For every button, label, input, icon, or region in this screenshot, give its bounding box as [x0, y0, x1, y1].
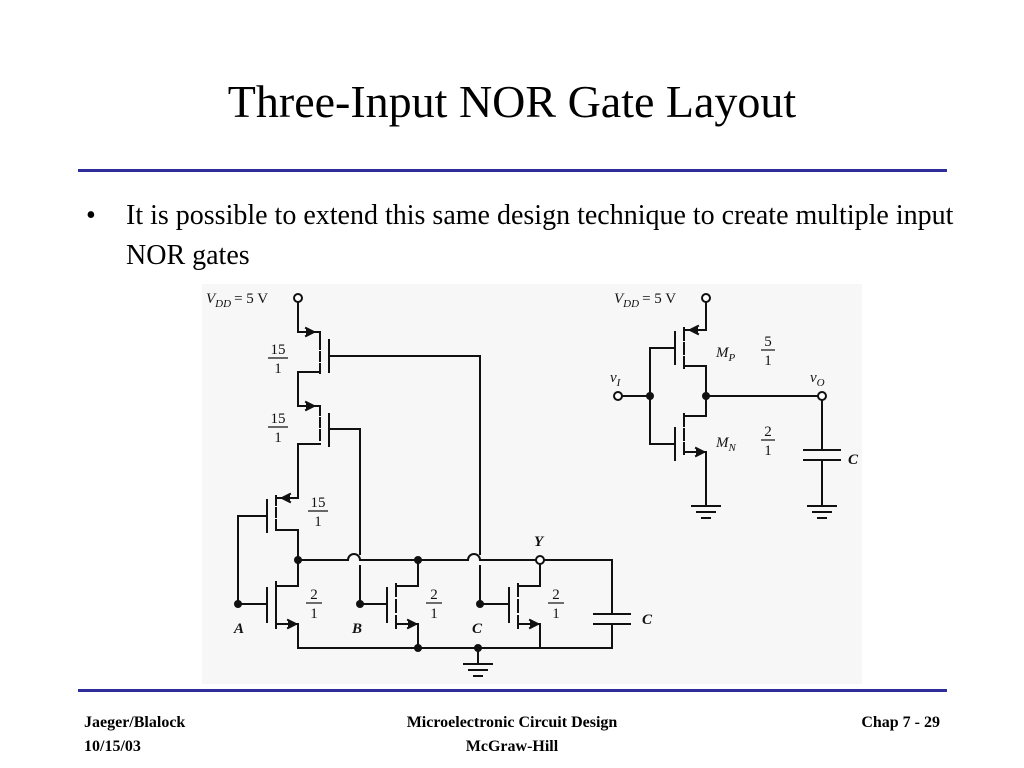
nor-junction-dot	[414, 556, 422, 564]
inv-pmos	[649, 324, 707, 369]
inv-ground-icon	[691, 505, 721, 519]
inv-junction-dot	[702, 392, 710, 400]
input-c-label: C	[472, 621, 483, 637]
nor-junction-dot	[474, 644, 482, 652]
inv-junction-dot	[646, 392, 654, 400]
inv-cap-label: C	[848, 452, 859, 468]
input-b-label: B	[351, 621, 362, 637]
pmos-b-ratio-num: 15	[271, 411, 286, 427]
inv-mn-ratio-den: 1	[764, 443, 772, 459]
nor-junction-dot	[356, 600, 364, 608]
nor-nmos-b	[359, 559, 419, 649]
figure-background	[202, 284, 862, 684]
nor-junction-dot	[294, 556, 302, 564]
inv-input-label: vI	[610, 370, 622, 389]
nor-vdd-label: VDD= 5 V	[206, 291, 268, 310]
inv-vdd-label: VDD= 5 V	[614, 291, 676, 310]
footer-book: Microelectronic Circuit Design	[406, 714, 618, 731]
inv-cap-ground-icon	[807, 505, 837, 519]
nor-junction-dot	[414, 644, 422, 652]
title-divider	[78, 169, 947, 172]
footer-right: Chap 7 - 29	[861, 711, 940, 735]
inv-mp-label: MP	[715, 345, 736, 364]
nor-junction-dot	[476, 600, 484, 608]
nor-output-terminal	[535, 555, 545, 565]
nor-vdd-terminal	[293, 293, 303, 303]
pmos-a-ratio-den: 1	[314, 514, 322, 530]
pmos-c-ratio-den: 1	[274, 361, 282, 377]
footer-authors: Jaeger/Blalock	[84, 714, 186, 731]
footer-chapter: Chap 7 - 29	[861, 714, 940, 731]
nor-nmos-c	[479, 559, 541, 649]
inv-input-terminal	[613, 391, 623, 401]
nor-output-capacitor	[593, 601, 631, 649]
input-a-label: A	[233, 621, 244, 637]
pmos-a-ratio-num: 15	[311, 495, 326, 511]
inv-output-label: vO	[810, 370, 825, 389]
nor-pmos-a	[237, 492, 299, 561]
pmos-c-ratio-num: 15	[271, 342, 286, 358]
inv-output-capacitor	[803, 449, 841, 507]
nor-cap-label: C	[642, 612, 653, 628]
bullet-text: It is possible to extend this same desig…	[126, 200, 954, 271]
footer-center: Microelectronic Circuit Design McGraw-Hi…	[362, 711, 662, 759]
inv-mp-ratio-den: 1	[764, 353, 772, 369]
nmos-b-ratio-num: 2	[430, 587, 438, 603]
footer-publisher: McGraw-Hill	[465, 738, 559, 755]
slide-title: Three-Input NOR Gate Layout	[227, 76, 797, 127]
inv-mn-label: MN	[715, 435, 737, 454]
inv-nmos	[649, 413, 707, 461]
nmos-c-ratio-den: 1	[552, 606, 560, 622]
footer-left: Jaeger/Blalock 10/15/03	[84, 711, 185, 759]
nor-pmos-c	[297, 326, 481, 407]
inv-mn-ratio-num: 2	[764, 424, 772, 440]
nmos-a-ratio-num: 2	[310, 587, 318, 603]
bullet-marker: •	[86, 200, 96, 231]
output-y-label: Y	[534, 534, 545, 550]
footer-divider	[78, 689, 947, 692]
nor-nmos-a	[237, 559, 299, 649]
nmos-a-ratio-den: 1	[310, 606, 318, 622]
inv-vdd-terminal	[701, 293, 711, 303]
nmos-c-ratio-num: 2	[552, 587, 560, 603]
circuit-figure: VDD= 5 V 15 1 15 1 15 1 2 1 2 1 2 1 A B …	[202, 284, 862, 684]
nor-pmos-b	[297, 400, 361, 499]
footer-date: 10/15/03	[84, 738, 141, 755]
inv-output-terminal	[817, 391, 827, 401]
nmos-b-ratio-den: 1	[430, 606, 438, 622]
inv-mp-ratio-num: 5	[764, 334, 772, 350]
nor-junction-dot	[234, 600, 242, 608]
pmos-b-ratio-den: 1	[274, 430, 282, 446]
nor-ground-icon	[463, 663, 493, 677]
